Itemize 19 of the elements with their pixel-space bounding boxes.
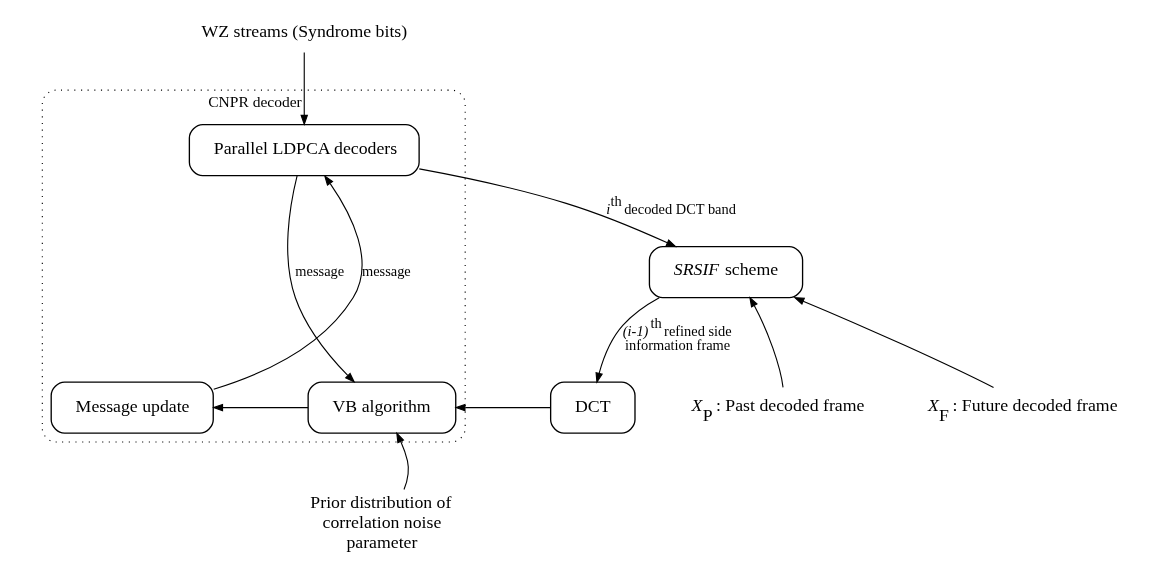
edge-label: message — [294, 262, 344, 279]
arrow — [212, 174, 362, 390]
edge-label: message — [361, 262, 411, 279]
node-text: Prior distribution of correlation noise parameter — [309, 492, 451, 553]
arrow — [748, 296, 784, 388]
arrow — [395, 431, 409, 491]
arrow — [792, 297, 994, 389]
node-box: SRSIF scheme — [648, 246, 803, 299]
node-box: Message update — [50, 381, 214, 434]
arrow — [286, 175, 355, 384]
node-box: VB algorithm — [306, 381, 456, 434]
arrow — [594, 297, 660, 384]
arrow — [211, 403, 309, 412]
arrow — [418, 168, 677, 248]
node-text: WZ streams (Syndrome bits) — [201, 20, 407, 41]
arrow — [299, 52, 308, 126]
node-box: DCT — [549, 381, 636, 434]
node-box: Parallel LDPCA decoders — [188, 123, 420, 177]
arrow — [453, 403, 551, 412]
